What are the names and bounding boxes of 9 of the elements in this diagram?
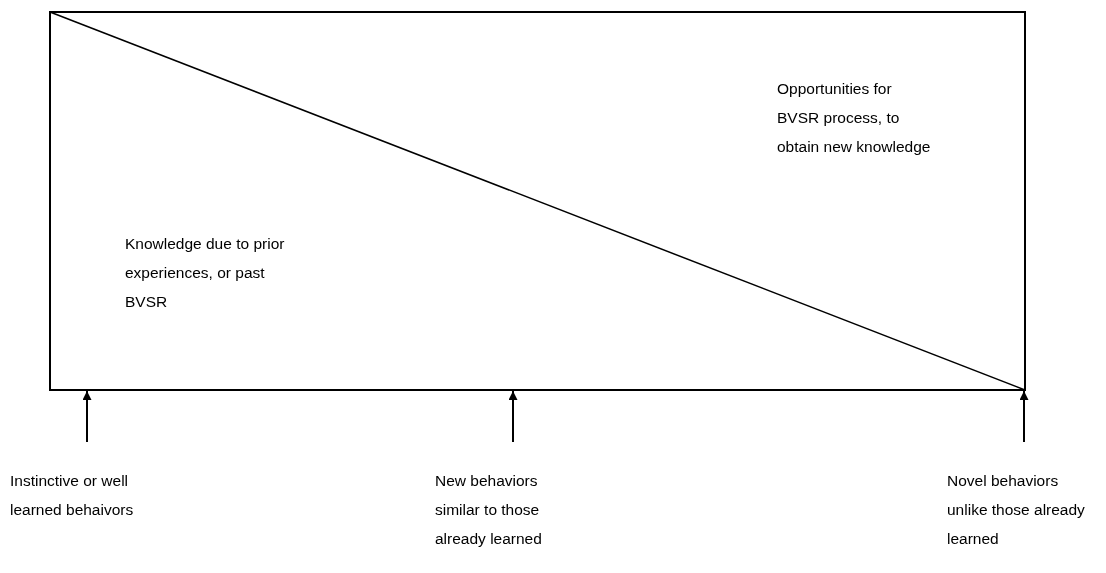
region-label: Opportunities for BVSR process, to obtain new knowledge (777, 79, 932, 157)
behavior-label: Novel behaviors unlike those already learned (947, 471, 1086, 549)
arrow (82, 390, 92, 443)
arrow (508, 390, 518, 443)
rectangle-with-diagonal (50, 12, 1025, 390)
behavior-label: Instinctive or well learned behaivors (10, 471, 135, 520)
region-label: Knowledge due to prior experiences, or past BVSR (125, 234, 286, 312)
arrow (1019, 390, 1029, 443)
behavior-label: New behaviors similar to those already learned (435, 471, 543, 549)
